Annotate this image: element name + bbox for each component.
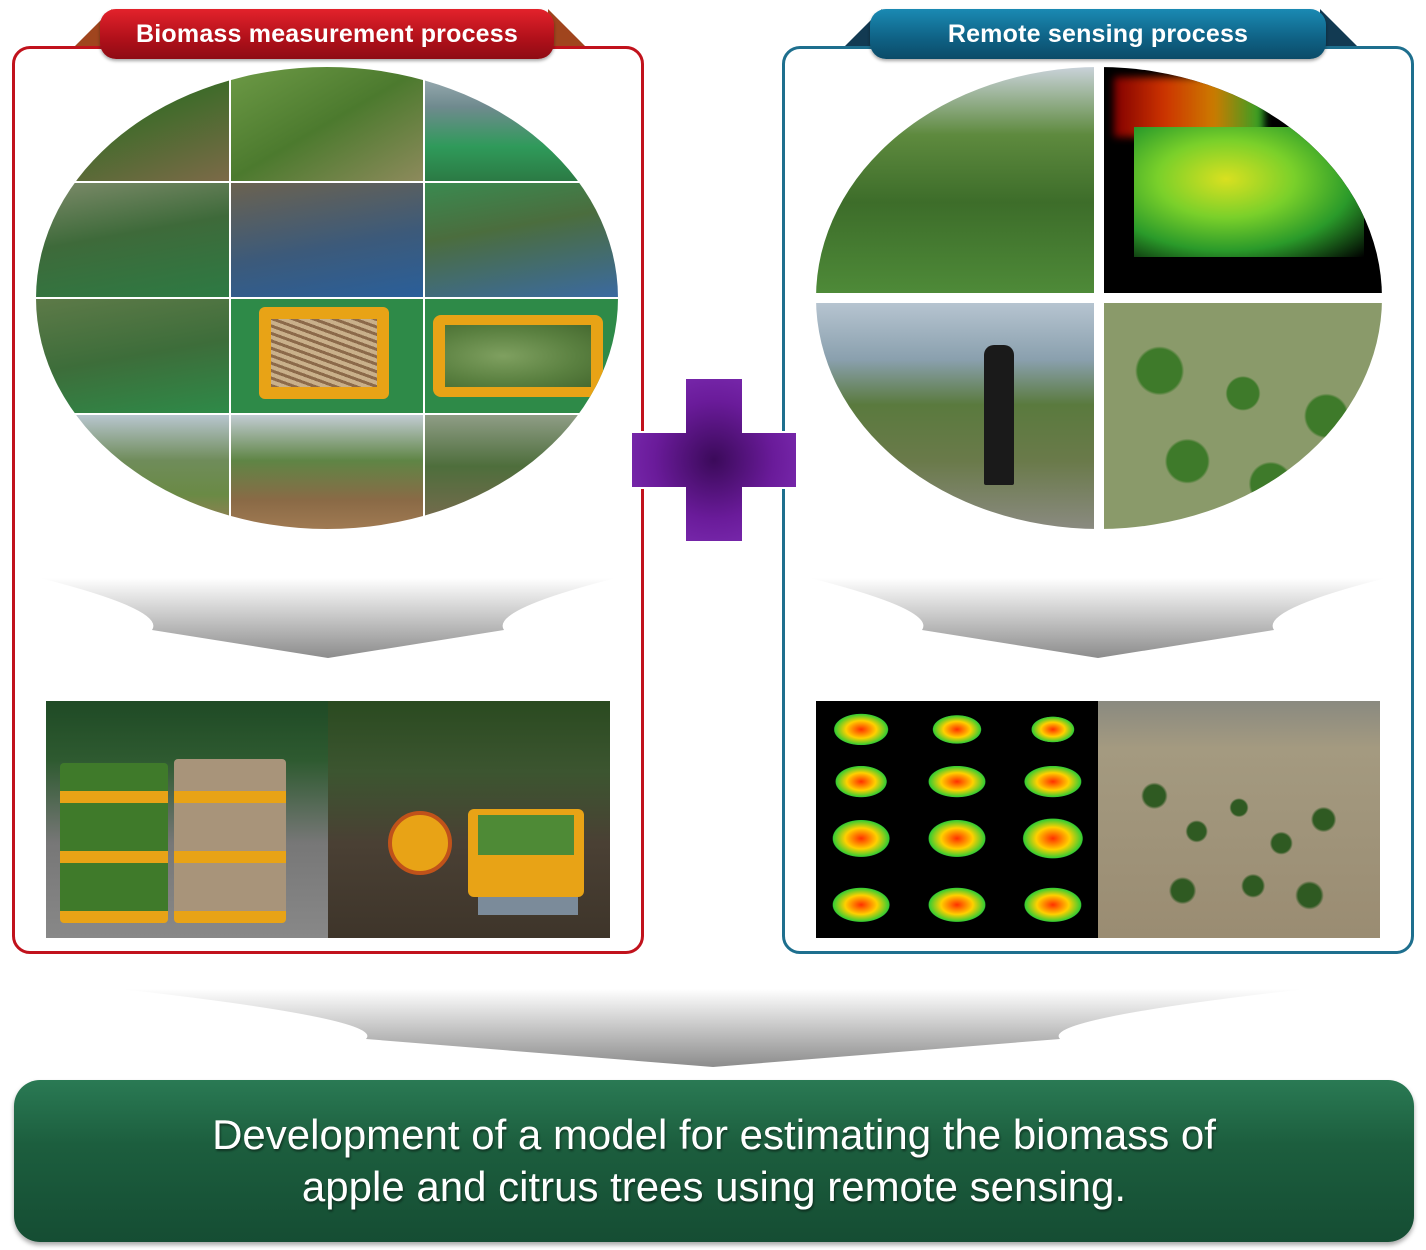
photo-point-cloud: [1104, 67, 1382, 293]
down-arrow-left: [40, 578, 616, 658]
photo-excavator-digging: [36, 415, 229, 529]
photo-harvest-crew: [36, 299, 229, 413]
photo-excavator-roots: [230, 415, 424, 529]
remote-sensing-photo-collage: [816, 67, 1382, 529]
result-text-line-2: apple and citrus trees using remote sens…: [301, 1163, 1127, 1210]
biomass-measurement-title: Biomass measurement process: [100, 9, 554, 59]
down-arrow-right: [810, 578, 1386, 658]
photo-sorted-baskets: [46, 701, 328, 938]
biomass-weighing-photos: [46, 701, 610, 938]
tab-left-wing: [548, 9, 588, 49]
photo-drone-operator: [816, 303, 1094, 529]
photo-aerial-orchard: [1104, 303, 1382, 529]
result-text-line-1: Development of a model for estimating th…: [212, 1111, 1216, 1158]
photo-handheld-lidar-scan: [816, 67, 1094, 293]
photo-orchard-aerial-map: [1098, 701, 1380, 938]
photo-leaves-basket: [425, 299, 618, 413]
field-work-photo-collage: [36, 67, 618, 529]
photo-scale-weighing: [328, 701, 610, 938]
photo-tree-point-clouds-grid: [816, 701, 1098, 938]
photo-workers-on-tarp: [230, 183, 424, 297]
plus-icon: [630, 377, 798, 543]
photo-tree-climbing: [36, 67, 229, 181]
model-development-result-box: Development of a model for estimating th…: [14, 1080, 1414, 1242]
photo-truck-and-tarp: [425, 183, 618, 297]
remote-sensing-output-photos: [816, 701, 1380, 938]
tab-right-wing: [1320, 9, 1360, 49]
photo-workers-sorting: [36, 183, 229, 297]
remote-sensing-title: Remote sensing process: [870, 9, 1326, 59]
photo-truck-loading: [425, 415, 618, 529]
photo-branches-basket: [230, 299, 424, 413]
photo-greenhouse: [425, 67, 618, 181]
photo-tree-pruning: [230, 67, 424, 181]
down-arrow-bottom: [120, 989, 1306, 1067]
